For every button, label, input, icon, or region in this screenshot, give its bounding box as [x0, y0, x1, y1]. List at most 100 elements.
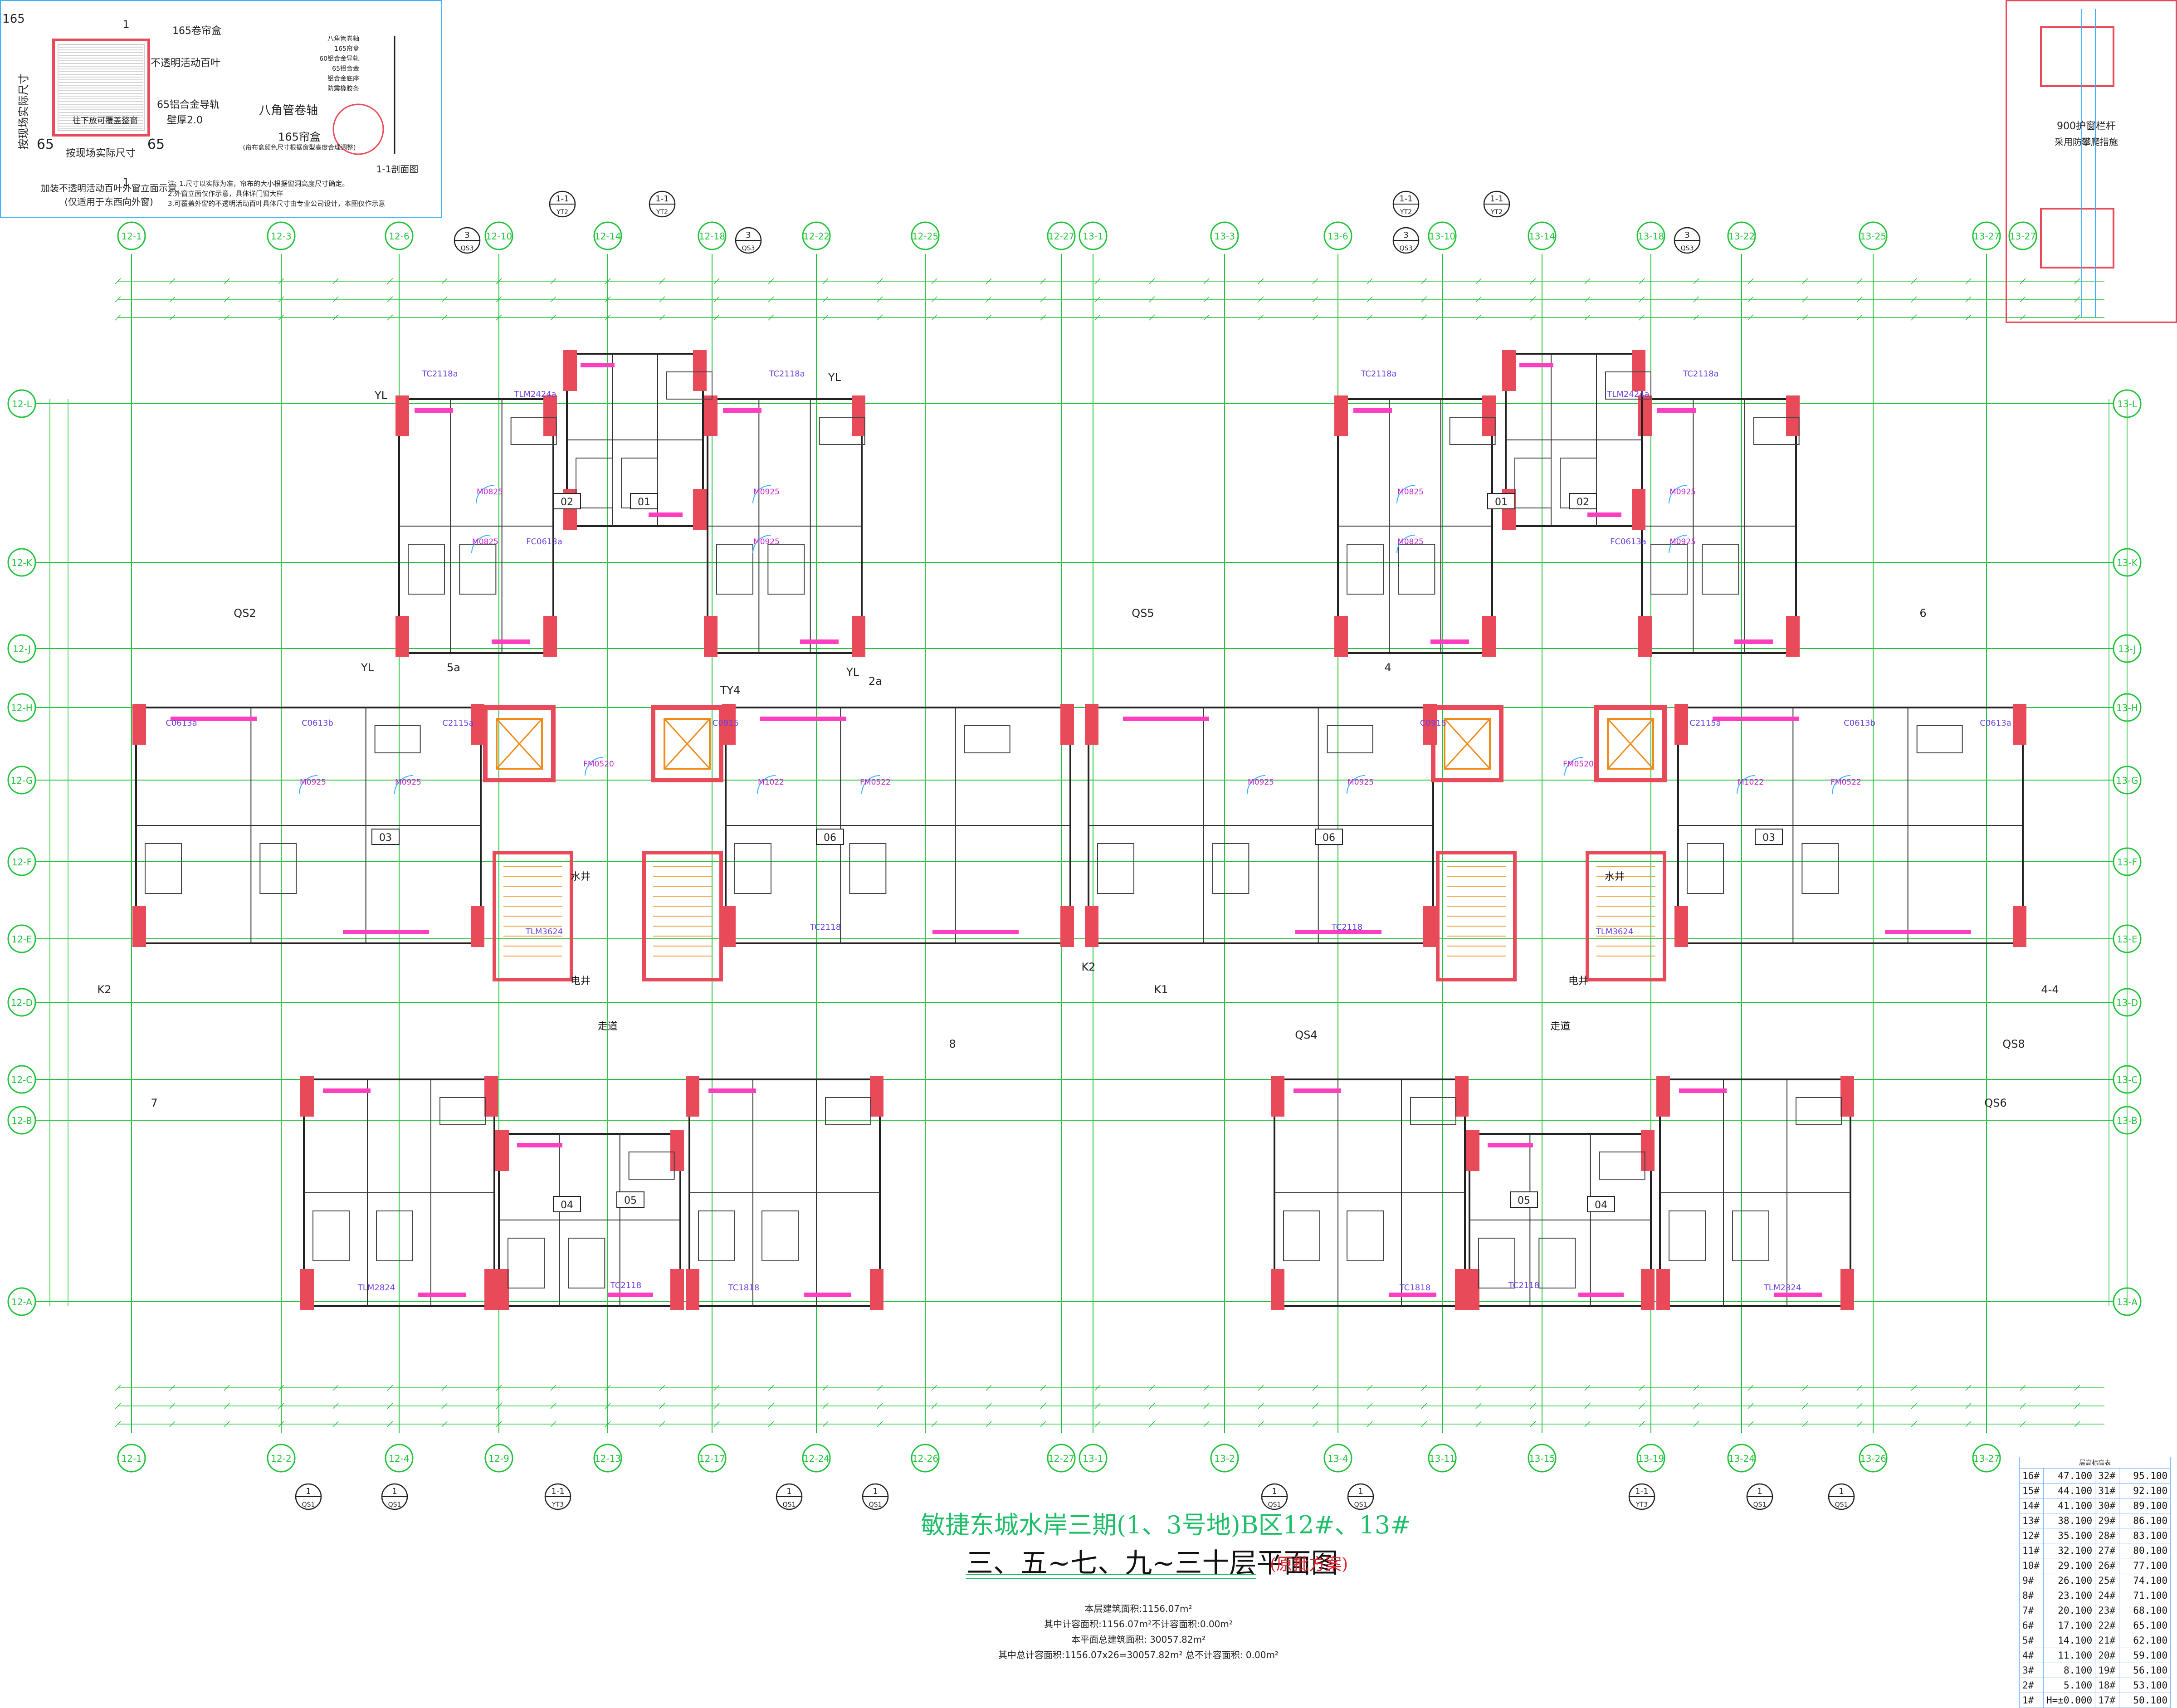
- bed-fixture: [1347, 1210, 1384, 1261]
- wall-column: [300, 1269, 314, 1310]
- dimension-tick: [496, 1403, 502, 1409]
- bed-fixture: [459, 544, 497, 595]
- axis-bubble-bottom-text: 12-1: [121, 1453, 142, 1464]
- axis-bubble-top-text: 12-14: [595, 231, 621, 242]
- stair-enclosure: [642, 851, 723, 981]
- wall-column: [300, 1076, 314, 1117]
- stat-total-count: 其中总计容面积:1156.07x26=30057.82m² 总不计容面积: 0.…: [998, 1649, 1279, 1660]
- level-cell: 20.100: [2043, 1603, 2096, 1618]
- elevator-cross: [1444, 718, 1491, 770]
- dimension-tick: [169, 278, 176, 284]
- callout-label: QS6: [1984, 1097, 2006, 1109]
- dimension-tick: [332, 1385, 339, 1391]
- dimension-tick: [1421, 296, 1427, 303]
- legend-section-item: 八角管卷轴: [327, 35, 359, 43]
- axis-bubble-bottom-text: 12-26: [912, 1453, 938, 1464]
- level-cell: 3#: [2019, 1663, 2044, 1678]
- table-fixture: [825, 1097, 871, 1125]
- level-cell: 44.100: [2043, 1483, 2096, 1498]
- dimension-tick: [1421, 1403, 1427, 1409]
- axis-bubble-top: [267, 221, 296, 250]
- dimension-tick: [1639, 1421, 1645, 1427]
- bed-fixture: [1514, 458, 1552, 508]
- dimension-tick: [1040, 1421, 1046, 1427]
- door-swing: [471, 535, 490, 554]
- unit-number: 03: [1762, 832, 1775, 844]
- window-label: C0613a: [1980, 718, 2011, 728]
- dimension-tick: [2020, 314, 2026, 321]
- window-mark: [1295, 930, 1381, 934]
- dimension-tick: [1530, 1403, 1536, 1409]
- dimension-tick: [2074, 1403, 2080, 1409]
- callout-label: K2: [97, 983, 111, 996]
- window-label: TLM2424a: [513, 390, 556, 399]
- wall-column: [132, 704, 146, 745]
- axis-bubble-bottom: [802, 1444, 831, 1473]
- unit-number-box: [1587, 1196, 1615, 1212]
- window-label: C0915: [1420, 718, 1446, 728]
- window-label: C0613b: [1844, 718, 1875, 728]
- legend-section-item: 铝合金底座: [327, 75, 359, 83]
- dimension-tick: [1965, 1403, 1972, 1409]
- dimension-tick: [877, 314, 883, 321]
- dimension-tick: [1584, 314, 1591, 321]
- bed-fixture: [849, 843, 887, 894]
- axis-bubble-left: [7, 548, 36, 577]
- axis-bubble-top-text: 12-22: [803, 231, 830, 242]
- dimension-tick: [713, 1421, 720, 1427]
- dimension-tick: [877, 1403, 883, 1409]
- axis-bubble-left-text: 12-B: [11, 1115, 32, 1126]
- dimension-tick: [550, 278, 556, 284]
- unit-number-box: [816, 829, 844, 845]
- section-mark-top: 1-1: [1635, 1487, 1648, 1496]
- door-label: FM0520: [1563, 760, 1594, 769]
- wall-column: [704, 395, 718, 436]
- bed-fixture: [376, 1210, 413, 1261]
- axis-bubble-bottom: [1727, 1444, 1756, 1473]
- section-mark-bottom: QS1: [1268, 1501, 1281, 1508]
- window-mark: [932, 930, 1019, 934]
- bed-fixture: [145, 843, 182, 894]
- table-fixture: [964, 725, 1010, 753]
- bed-fixture: [1538, 1238, 1576, 1288]
- railing-axis-bubble: [2008, 221, 2037, 250]
- dimension-tick: [332, 1421, 339, 1427]
- axis-bubble-top-text: 13-22: [1728, 231, 1755, 242]
- wall-structure: [132, 350, 2026, 1310]
- table-fixture: [1449, 417, 1496, 445]
- axis-bubble-bottom-text: 12-27: [1048, 1453, 1074, 1464]
- door-label: M0825: [472, 537, 498, 547]
- dimension-tick: [986, 314, 992, 321]
- level-cell: 29#: [2095, 1513, 2120, 1528]
- dimension-tick: [1475, 1421, 1482, 1427]
- dimension-tick: [659, 1403, 665, 1409]
- wall-column: [1085, 906, 1098, 947]
- axis-bubble-top: [1636, 221, 1665, 250]
- window-mark: [1519, 363, 1553, 367]
- dimension-tick: [1149, 1421, 1155, 1427]
- window-mark: [1679, 1088, 1727, 1093]
- dimension-tick: [1911, 1421, 1917, 1427]
- window-label: TC1818: [1399, 1283, 1430, 1293]
- legend-item: 不透明活动百叶: [151, 58, 220, 69]
- dimension-tick: [1312, 278, 1318, 284]
- area-stats: 本层建筑面积:1156.07m² 其中计容面积:1156.07m²不计容面积:0…: [966, 1601, 1311, 1663]
- dimension-tick: [1149, 314, 1155, 321]
- window-mark: [1353, 408, 1392, 413]
- legend-roller-box: 165帘盒: [278, 131, 321, 143]
- door-label: M0925: [300, 778, 326, 787]
- dimension-tick: [877, 1385, 883, 1391]
- axis-bubble-bottom: [1428, 1444, 1457, 1473]
- wall-column: [1482, 395, 1496, 436]
- wall-column: [1466, 1269, 1479, 1310]
- dimension-tick: [1094, 296, 1101, 303]
- level-cell: 17.100: [2043, 1618, 2096, 1633]
- axis-bubble-bottom: [484, 1444, 513, 1473]
- level-cell: 9#: [2019, 1573, 2044, 1588]
- window-mark: [415, 408, 453, 413]
- section-mark-bottom: QS1: [783, 1501, 796, 1508]
- section-mark-top: 1-1: [551, 1487, 564, 1496]
- dimension-tick: [1911, 314, 1917, 321]
- dimension-tick: [1475, 296, 1482, 303]
